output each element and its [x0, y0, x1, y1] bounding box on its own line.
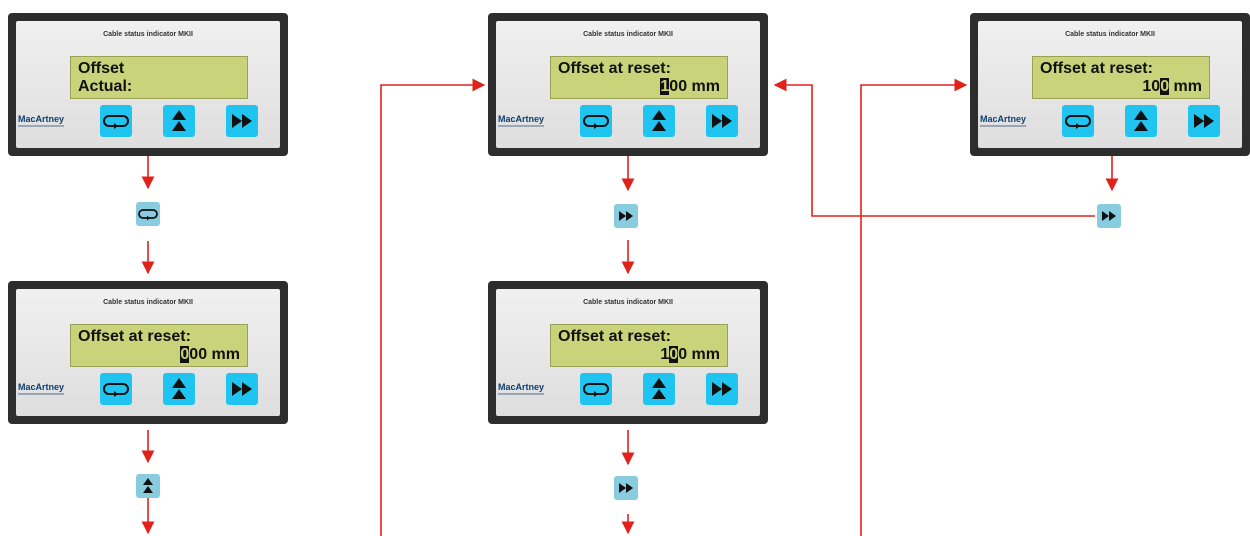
next-icon	[1194, 114, 1214, 128]
device-panel: Cable status indicator MKII Offset at re…	[978, 21, 1242, 148]
brand-tagline	[18, 393, 64, 395]
lcd-display: Offset at reset: 000 mm	[70, 324, 248, 367]
brand-logo: MacArtney	[498, 382, 545, 392]
device-title: Cable status indicator MKII	[1065, 31, 1155, 38]
lcd-display: Offset at reset: 100 mm	[550, 56, 728, 99]
up-icon	[1134, 110, 1148, 131]
up-icon	[143, 478, 153, 493]
lcd-line-1: Offset at reset:	[558, 60, 671, 77]
enter-button[interactable]	[100, 105, 132, 137]
lcd-line-2: 000 mm	[78, 346, 240, 364]
next-icon	[619, 211, 633, 221]
next-icon	[1102, 211, 1116, 221]
brand-tagline	[18, 125, 64, 127]
enter-button[interactable]	[580, 373, 612, 405]
device-title: Cable status indicator MKII	[583, 31, 673, 38]
enter-button[interactable]	[580, 105, 612, 137]
up-icon	[652, 110, 666, 131]
lcd-line-2: Actual:	[78, 78, 240, 96]
lcd-display: Offset at reset: 100 mm	[550, 324, 728, 367]
up-button[interactable]	[643, 373, 675, 405]
brand-logo: MacArtney	[18, 382, 65, 392]
enter-icon	[1065, 115, 1091, 129]
brand-logo: MacArtney	[498, 114, 545, 124]
flow-arrow	[380, 78, 486, 536]
next-button[interactable]	[1188, 105, 1220, 137]
lcd-cursor: 0	[669, 346, 679, 363]
next-button[interactable]	[226, 373, 258, 405]
device-reset-100-third: Cable status indicator MKII Offset at re…	[970, 13, 1250, 156]
device-title: Cable status indicator MKII	[583, 299, 673, 306]
lcd-display: Offset at reset: 100 mm	[1032, 56, 1210, 99]
up-icon	[172, 110, 186, 131]
step-next-key	[614, 476, 638, 500]
lcd-line-1: Offset	[78, 60, 125, 77]
lcd-text: 10	[1142, 78, 1161, 95]
step-next-key	[614, 204, 638, 228]
up-button[interactable]	[1125, 105, 1157, 137]
brand-tagline	[498, 125, 544, 127]
next-button[interactable]	[706, 373, 738, 405]
device-panel: Cable status indicator MKII Offset at re…	[496, 21, 760, 148]
lcd-text: 00 mm	[669, 78, 720, 95]
lcd-cursor: 1	[660, 78, 670, 95]
device-title: Cable status indicator MKII	[103, 31, 193, 38]
lcd-display: Offset Actual:	[70, 56, 248, 99]
next-icon	[232, 114, 252, 128]
up-icon	[172, 378, 186, 399]
flow-arrow	[773, 78, 1095, 217]
enter-icon	[103, 383, 129, 397]
up-button[interactable]	[163, 373, 195, 405]
device-reset-100-first: Cable status indicator MKII Offset at re…	[488, 13, 768, 156]
enter-button[interactable]	[1062, 105, 1094, 137]
up-button[interactable]	[643, 105, 675, 137]
lcd-cursor: 0	[180, 346, 190, 363]
flow-arrow	[860, 78, 968, 536]
lcd-cursor: 0	[1160, 78, 1170, 95]
device-panel: Cable status indicator MKII Offset at re…	[496, 289, 760, 416]
enter-icon	[138, 209, 158, 221]
next-icon	[232, 382, 252, 396]
lcd-line-1: Offset at reset:	[78, 328, 191, 345]
lcd-text: 1	[660, 346, 670, 363]
lcd-line-2: 100 mm	[558, 346, 720, 364]
lcd-line-2: 100 mm	[558, 78, 720, 96]
enter-icon	[583, 383, 609, 397]
next-button[interactable]	[706, 105, 738, 137]
step-up-key	[136, 474, 160, 498]
enter-icon	[583, 115, 609, 129]
lcd-text: 0 mm	[678, 346, 720, 363]
lcd-text: 00 mm	[189, 346, 240, 363]
brand-tagline	[498, 393, 544, 395]
up-button[interactable]	[163, 105, 195, 137]
device-offset-actual: Cable status indicator MKII Offset Actua…	[8, 13, 288, 156]
lcd-line-2: 100 mm	[1040, 78, 1202, 96]
brand-logo: MacArtney	[18, 114, 65, 124]
lcd-line-1: Offset at reset:	[558, 328, 671, 345]
up-icon	[652, 378, 666, 399]
device-title: Cable status indicator MKII	[103, 299, 193, 306]
enter-icon	[103, 115, 129, 129]
next-icon	[712, 114, 732, 128]
lcd-text: Actual:	[78, 78, 133, 95]
step-next-key	[1097, 204, 1121, 228]
lcd-line-1: Offset at reset:	[1040, 60, 1153, 77]
device-reset-000: Cable status indicator MKII Offset at re…	[8, 281, 288, 424]
device-panel: Cable status indicator MKII Offset Actua…	[16, 21, 280, 148]
device-panel: Cable status indicator MKII Offset at re…	[16, 289, 280, 416]
brand-logo: MacArtney	[980, 114, 1027, 124]
device-reset-100-second: Cable status indicator MKII Offset at re…	[488, 281, 768, 424]
step-enter-key	[136, 202, 160, 226]
next-button[interactable]	[226, 105, 258, 137]
next-icon	[712, 382, 732, 396]
enter-button[interactable]	[100, 373, 132, 405]
next-icon	[619, 483, 633, 493]
lcd-text: mm	[1169, 78, 1202, 95]
brand-tagline	[980, 125, 1026, 127]
